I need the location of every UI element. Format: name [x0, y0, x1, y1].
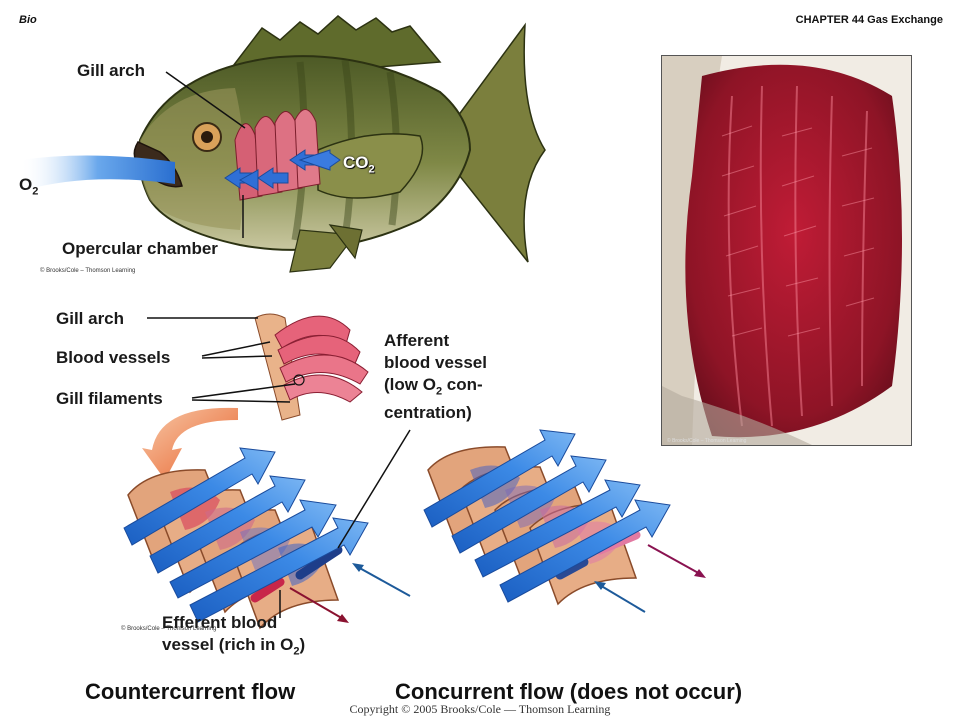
leader-blood-vessels-2	[201, 355, 273, 359]
label-efferent: Efferent blood vessel (rich in O2)	[162, 613, 306, 658]
leader-gill-filaments-1	[191, 383, 296, 399]
concurrent-water-arrows	[423, 429, 671, 603]
header-chapter: CHAPTER 44 Gas Exchange	[795, 14, 943, 26]
header-left: Bio	[19, 14, 37, 26]
label-o2-top: O2	[19, 175, 39, 198]
caption-concurrent: Concurrent flow (does not occur)	[395, 679, 743, 704]
countercurrent-water-arrows	[123, 447, 369, 623]
top-figure-credit: © Brooks/Cole – Thomson Learning	[40, 268, 136, 274]
concurrent-inflow-arrow	[597, 583, 646, 613]
leader-gill-filaments-2	[191, 399, 291, 403]
countercurrent-efferent-arrow	[289, 587, 346, 621]
gill-photo-image	[662, 56, 911, 445]
label-gill-arch-top: Gill arch	[77, 61, 146, 80]
label-afferent: Afferent blood vessel (low O2 con- centr…	[384, 331, 487, 423]
label-opercular-chamber: Opercular chamber	[62, 239, 218, 258]
footer-copyright: Copyright © 2005 Brooks/Cole — Thomson L…	[349, 702, 611, 716]
concurrent-diagram	[423, 429, 706, 613]
label-co2: CO2	[343, 153, 375, 176]
label-gill-arch-mid: Gill arch	[56, 309, 125, 328]
countercurrent-afferent-arrow	[355, 565, 411, 597]
countercurrent-diagram	[123, 447, 411, 630]
caption-countercurrent: Countercurrent flow	[85, 679, 296, 704]
leader-blood-vessels-1	[201, 341, 271, 357]
gill-detail	[254, 313, 369, 421]
leader-afferent	[337, 429, 411, 549]
zoom-arrow	[142, 407, 238, 480]
concurrent-outflow-arrow	[647, 544, 703, 576]
mid-figure-credit: © Brooks/Cole – Thomson Learning	[121, 626, 217, 632]
label-blood-vessels: Blood vessels	[56, 348, 171, 367]
label-gill-filaments: Gill filaments	[56, 389, 163, 408]
water-inflow	[20, 155, 175, 190]
co2-arrow	[298, 149, 341, 171]
leader-gill-arch-top	[165, 71, 246, 129]
gill-photo	[661, 55, 912, 446]
fish-drawing	[133, 15, 546, 273]
photo-credit: © Brooks/Cole – Thomson Learning	[667, 438, 747, 444]
